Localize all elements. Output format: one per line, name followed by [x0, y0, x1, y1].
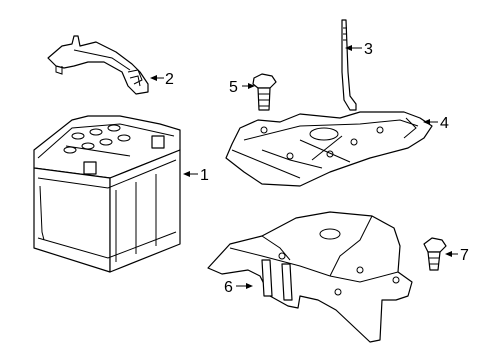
arrow-4	[423, 119, 430, 125]
part-4-battery-tray	[225, 111, 433, 187]
part-1-battery	[33, 115, 181, 273]
arrow-7	[445, 251, 452, 257]
callout-4: 4	[440, 115, 449, 132]
callout-1: 1	[200, 167, 209, 184]
callout-5: 5	[229, 79, 238, 96]
arrow-2	[150, 75, 157, 81]
callout-7: 7	[460, 247, 469, 264]
part-6-support-bracket	[207, 211, 413, 343]
arrow-1	[183, 171, 190, 177]
callout-2: 2	[165, 71, 174, 88]
callout-numbers: 2 3 5 4 1 6 7	[165, 41, 469, 296]
part-5-bolt	[252, 73, 277, 111]
callout-3: 3	[364, 41, 373, 58]
arrow-6	[246, 283, 253, 289]
part-3-j-bolt	[341, 19, 357, 111]
part-2-hold-down-clamp	[47, 35, 149, 95]
part-7-bolt	[423, 237, 447, 271]
arrow-5	[248, 83, 255, 89]
leader-lines	[150, 45, 458, 289]
arrow-3	[345, 45, 352, 51]
callout-6: 6	[224, 279, 233, 296]
